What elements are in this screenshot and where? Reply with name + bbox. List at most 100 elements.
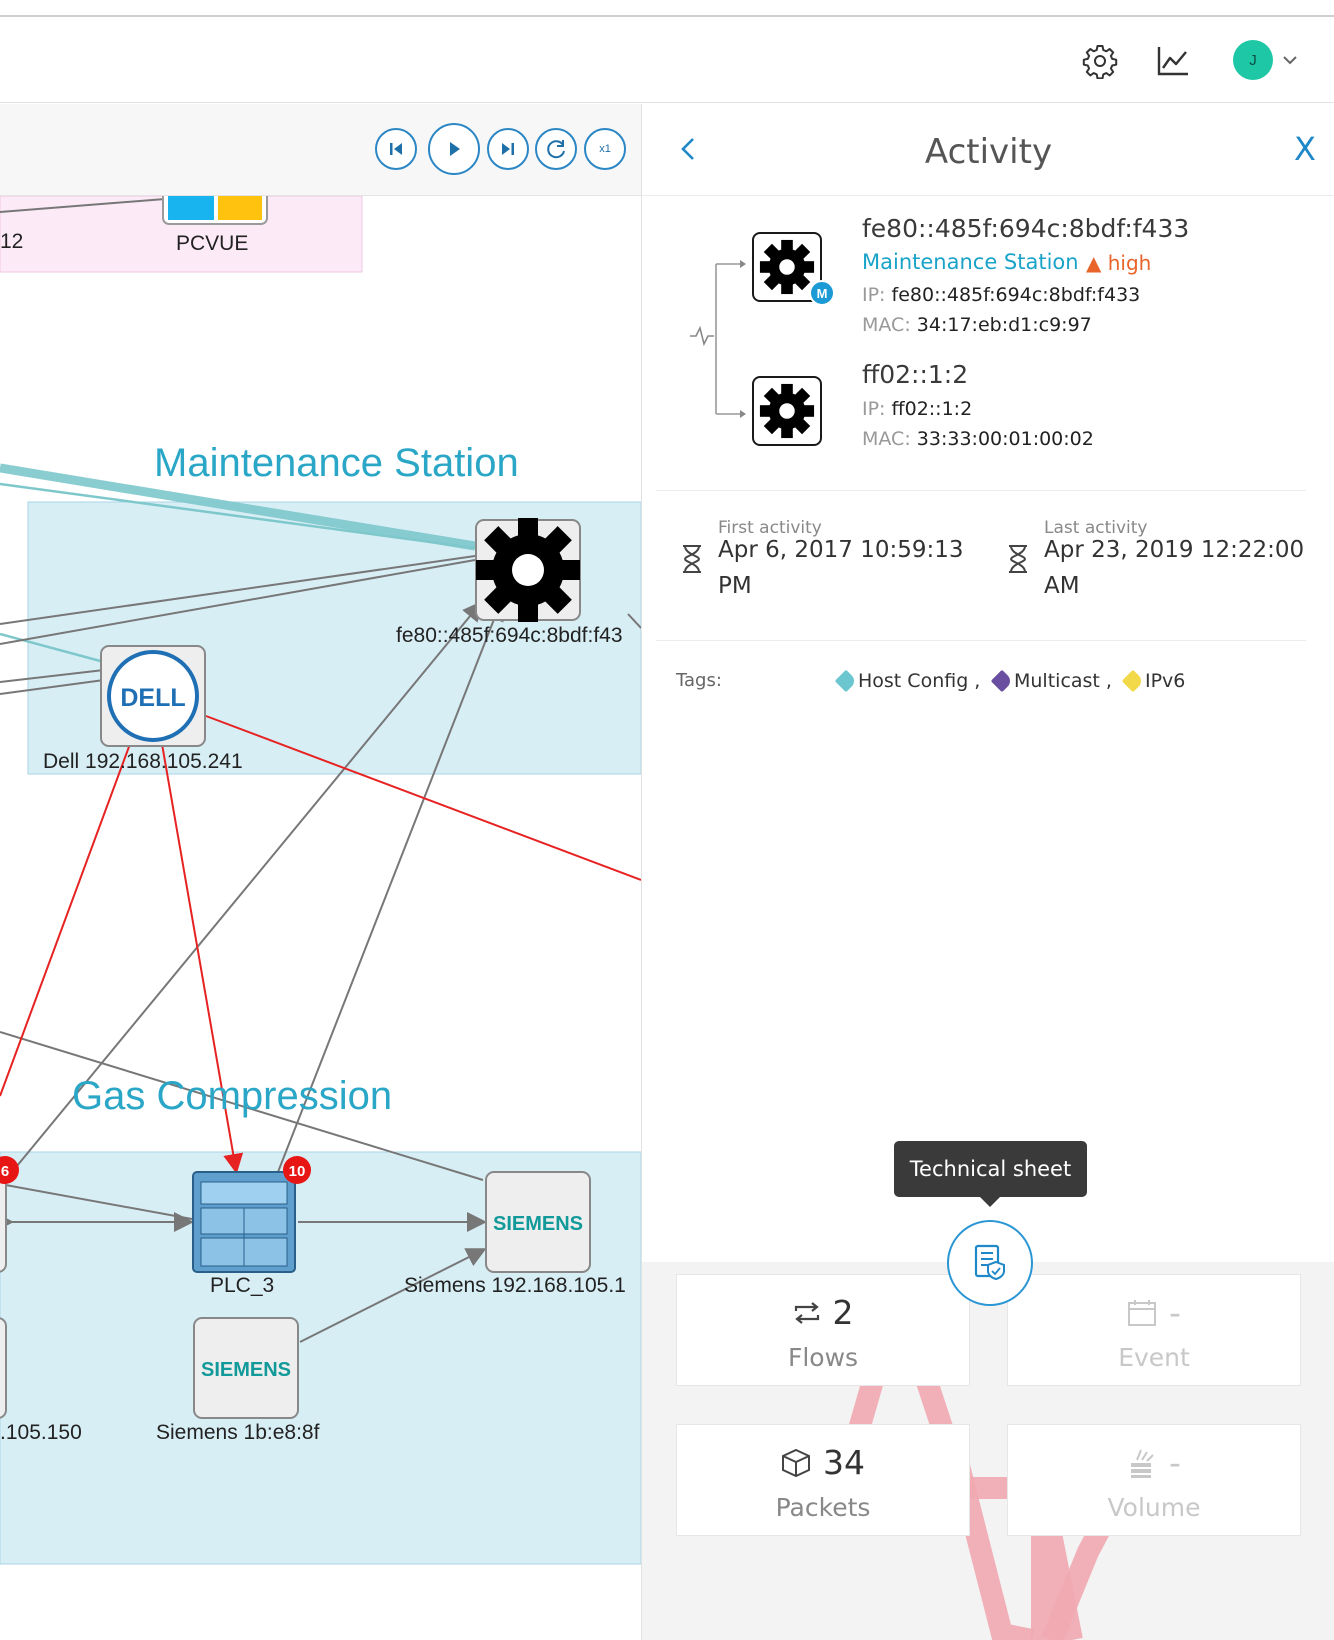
play-icon xyxy=(450,142,460,156)
top-border xyxy=(0,15,1334,17)
map-toolbar: x1 xyxy=(0,104,641,196)
speed-label: x1 xyxy=(599,143,611,155)
node-label-partial-bottom: .105.150 xyxy=(0,1421,82,1444)
back-button[interactable] xyxy=(676,134,700,164)
event-value: - xyxy=(1169,1293,1181,1332)
event-stat[interactable]: - Event xyxy=(1007,1274,1301,1386)
network-map-canvas[interactable]: Maintenance Station Gas Compression PCVU… xyxy=(0,104,641,1640)
svg-text:SIEMENS: SIEMENS xyxy=(201,1359,291,1381)
dell-logo-text: DELL xyxy=(120,684,185,712)
tag-host-config[interactable]: Host Config , xyxy=(834,669,980,693)
data-stack-icon xyxy=(1131,1449,1154,1478)
line-chart-icon[interactable] xyxy=(1153,41,1193,81)
node-label-pcvue: PCVUE xyxy=(176,232,248,255)
app-header: J xyxy=(0,17,1334,103)
link-gray[interactable] xyxy=(0,555,476,625)
group-title-gas-compression: Gas Compression xyxy=(72,1074,392,1118)
link-gray[interactable] xyxy=(0,669,105,683)
gear-icon[interactable] xyxy=(1080,41,1120,81)
node-label-gear: fe80::485f:694c:8bdf:f43 xyxy=(396,624,623,647)
calendar-icon xyxy=(1128,1299,1157,1326)
skip-back-button[interactable] xyxy=(375,128,417,170)
network-map[interactable]: Maintenance Station Gas Compression PCVU… xyxy=(0,104,641,1640)
volume-label: Volume xyxy=(1107,1493,1201,1522)
node-label-siemens-2: Siemens 1b:e8:8f xyxy=(156,1421,320,1444)
node-maintenance-gear[interactable] xyxy=(475,518,581,622)
link-gray[interactable] xyxy=(0,1031,484,1181)
destination-ip: IP: ff02::1:2 xyxy=(862,398,973,420)
divider xyxy=(656,490,1306,491)
technical-sheet-button[interactable] xyxy=(947,1220,1033,1306)
tag-icon xyxy=(1121,669,1145,693)
last-activity-label: Last activity xyxy=(1044,518,1148,538)
link-gray[interactable] xyxy=(0,559,476,645)
alert-badge: 10 xyxy=(283,1156,311,1184)
refresh-icon xyxy=(547,140,565,159)
risk-indicator: ▲ high xyxy=(1086,251,1151,275)
warning-icon: ▲ xyxy=(1086,251,1102,275)
tag-icon xyxy=(834,669,858,693)
skip-forward-button[interactable] xyxy=(487,128,529,170)
link-red[interactable] xyxy=(205,715,641,881)
gear-icon xyxy=(759,239,815,295)
destination-device-name[interactable]: ff02::1:2 xyxy=(862,360,969,389)
tags-label: Tags: xyxy=(676,670,722,691)
flows-stat[interactable]: 2 Flows xyxy=(676,1274,970,1386)
maintenance-badge: M xyxy=(809,280,835,306)
node-partial-left[interactable] xyxy=(0,1171,7,1273)
source-device-group[interactable]: Maintenance Station xyxy=(862,250,1079,274)
volume-value: - xyxy=(1169,1443,1181,1482)
gear-icon xyxy=(759,383,815,439)
source-device-name[interactable]: fe80::485f:694c:8bdf:f433 xyxy=(862,214,1190,243)
tag-ipv6[interactable]: IPv6 xyxy=(1121,669,1185,693)
speed-button[interactable]: x1 xyxy=(584,128,626,170)
link-gray-arrow[interactable] xyxy=(277,600,504,1173)
hourglass-icon xyxy=(1009,545,1027,573)
flows-label: Flows xyxy=(787,1343,859,1372)
node-dell[interactable]: DELL xyxy=(100,645,206,747)
flows-value: 2 xyxy=(832,1293,854,1332)
swap-icon xyxy=(794,1301,819,1324)
avatar[interactable]: J xyxy=(1233,40,1273,80)
node-partial-bottom-left[interactable] xyxy=(0,1317,7,1419)
node-plc3[interactable] xyxy=(192,1171,296,1273)
svg-text:10: 10 xyxy=(289,1163,306,1180)
link-teal[interactable] xyxy=(0,632,105,664)
link-gray-arrow[interactable] xyxy=(299,1248,487,1343)
link-gray[interactable] xyxy=(627,613,641,629)
destination-device-icon[interactable] xyxy=(752,376,822,446)
refresh-button[interactable] xyxy=(535,128,577,170)
node-siemens-1[interactable]: SIEMENS xyxy=(485,1171,591,1273)
play-button[interactable] xyxy=(428,123,480,175)
link-red-arrow[interactable] xyxy=(161,743,244,1174)
close-button[interactable]: X xyxy=(1294,130,1316,168)
node-label-siemens-1: Siemens 192.168.105.1 xyxy=(404,1274,626,1297)
node-siemens-2[interactable]: SIEMENS xyxy=(193,1317,299,1419)
technical-sheet-tooltip: Technical sheet xyxy=(894,1141,1087,1207)
link-red[interactable] xyxy=(0,743,131,1097)
hourglass-icon xyxy=(683,545,701,573)
tag-multicast[interactable]: Multicast , xyxy=(990,669,1112,693)
volume-stat[interactable]: - Volume xyxy=(1007,1424,1301,1536)
risk-level: high xyxy=(1107,251,1152,275)
link-gray[interactable] xyxy=(0,679,105,695)
pulse-icon xyxy=(690,325,714,347)
device-pair: M fe80::485f:694c:8bdf:f433 Maintenance … xyxy=(656,214,1316,484)
line-chart-icon-svg xyxy=(1157,47,1188,76)
link-gray-arrow[interactable] xyxy=(11,600,483,1173)
link-teal[interactable] xyxy=(0,482,476,550)
document-shield-icon xyxy=(974,1244,1005,1281)
source-ip: IP: fe80::485f:694c:8bdf:f433 xyxy=(862,284,1141,306)
flow-connector xyxy=(690,260,746,418)
link-gray[interactable] xyxy=(0,198,166,213)
activity-panel: Activity X xyxy=(641,104,1334,1640)
packets-stat[interactable]: 34 Packets xyxy=(676,1424,970,1536)
link-teal-thick[interactable] xyxy=(0,463,476,551)
first-activity-label: First activity xyxy=(718,518,822,538)
node-label-plc3: PLC_3 xyxy=(210,1274,274,1297)
last-activity-value: Apr 23, 2019 12:22:00 AM xyxy=(1044,537,1305,599)
divider xyxy=(656,640,1306,641)
chevron-down-icon[interactable] xyxy=(1282,53,1298,71)
skip-back-icon xyxy=(390,143,402,155)
